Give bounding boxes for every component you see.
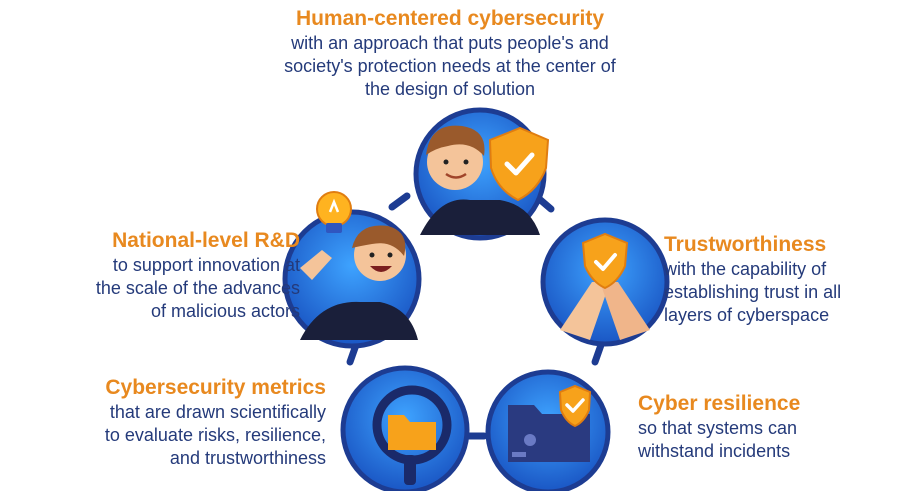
node-left-illustration	[282, 191, 422, 349]
person-with-shield-icon	[426, 125, 550, 202]
person-with-lightbulb-icon	[300, 191, 406, 281]
label-desc-line: withstand incidents	[638, 441, 791, 461]
label-desc-line: society's protection needs at the center…	[284, 56, 616, 76]
label-desc-line: that are drawn scientifically	[109, 402, 326, 422]
label-human-centered: Human-centered cybersecurity with an app…	[230, 6, 670, 101]
label-cyber-resilience: Cyber resilience so that systems can wit…	[638, 391, 878, 463]
node-top-illustration	[413, 107, 550, 241]
node-bottom-right-illustration	[485, 369, 611, 491]
label-title: Cybersecurity metrics	[105, 376, 326, 399]
label-desc-line: with the capability of	[664, 259, 827, 279]
label-cybersecurity-metrics: Cybersecurity metrics that are drawn sci…	[0, 375, 326, 470]
label-desc-line: establishing trust in all	[664, 282, 842, 302]
handshake-shield-icon	[560, 232, 650, 340]
label-desc-line: of malicious actors	[150, 301, 300, 321]
label-title: National-level R&D	[112, 229, 300, 252]
label-desc-line: and trustworthiness	[169, 448, 326, 468]
label-desc-line: to support innovation at	[112, 255, 300, 275]
label-national-rd: National-level R&D to support innovation…	[0, 228, 300, 323]
magnifier-folder-icon	[372, 385, 452, 485]
label-desc-line: with an approach that puts people's and	[291, 33, 609, 53]
label-desc-line: layers of cyberspace	[664, 305, 830, 325]
folder-shield-icon	[508, 384, 592, 462]
label-title: Trustworthiness	[664, 233, 827, 256]
label-title: Human-centered cybersecurity	[295, 7, 605, 30]
label-desc-line: the design of solution	[364, 79, 536, 99]
label-desc-line: so that systems can	[638, 418, 798, 438]
label-trustworthiness: Trustworthiness with the capability of e…	[664, 232, 899, 327]
node-right-illustration	[540, 217, 670, 347]
label-desc-line: to evaluate risks, resilience,	[104, 425, 326, 445]
node-bottom-left-illustration	[340, 365, 470, 491]
label-title: Cyber resilience	[638, 392, 801, 415]
label-desc-line: the scale of the advances	[95, 278, 300, 298]
